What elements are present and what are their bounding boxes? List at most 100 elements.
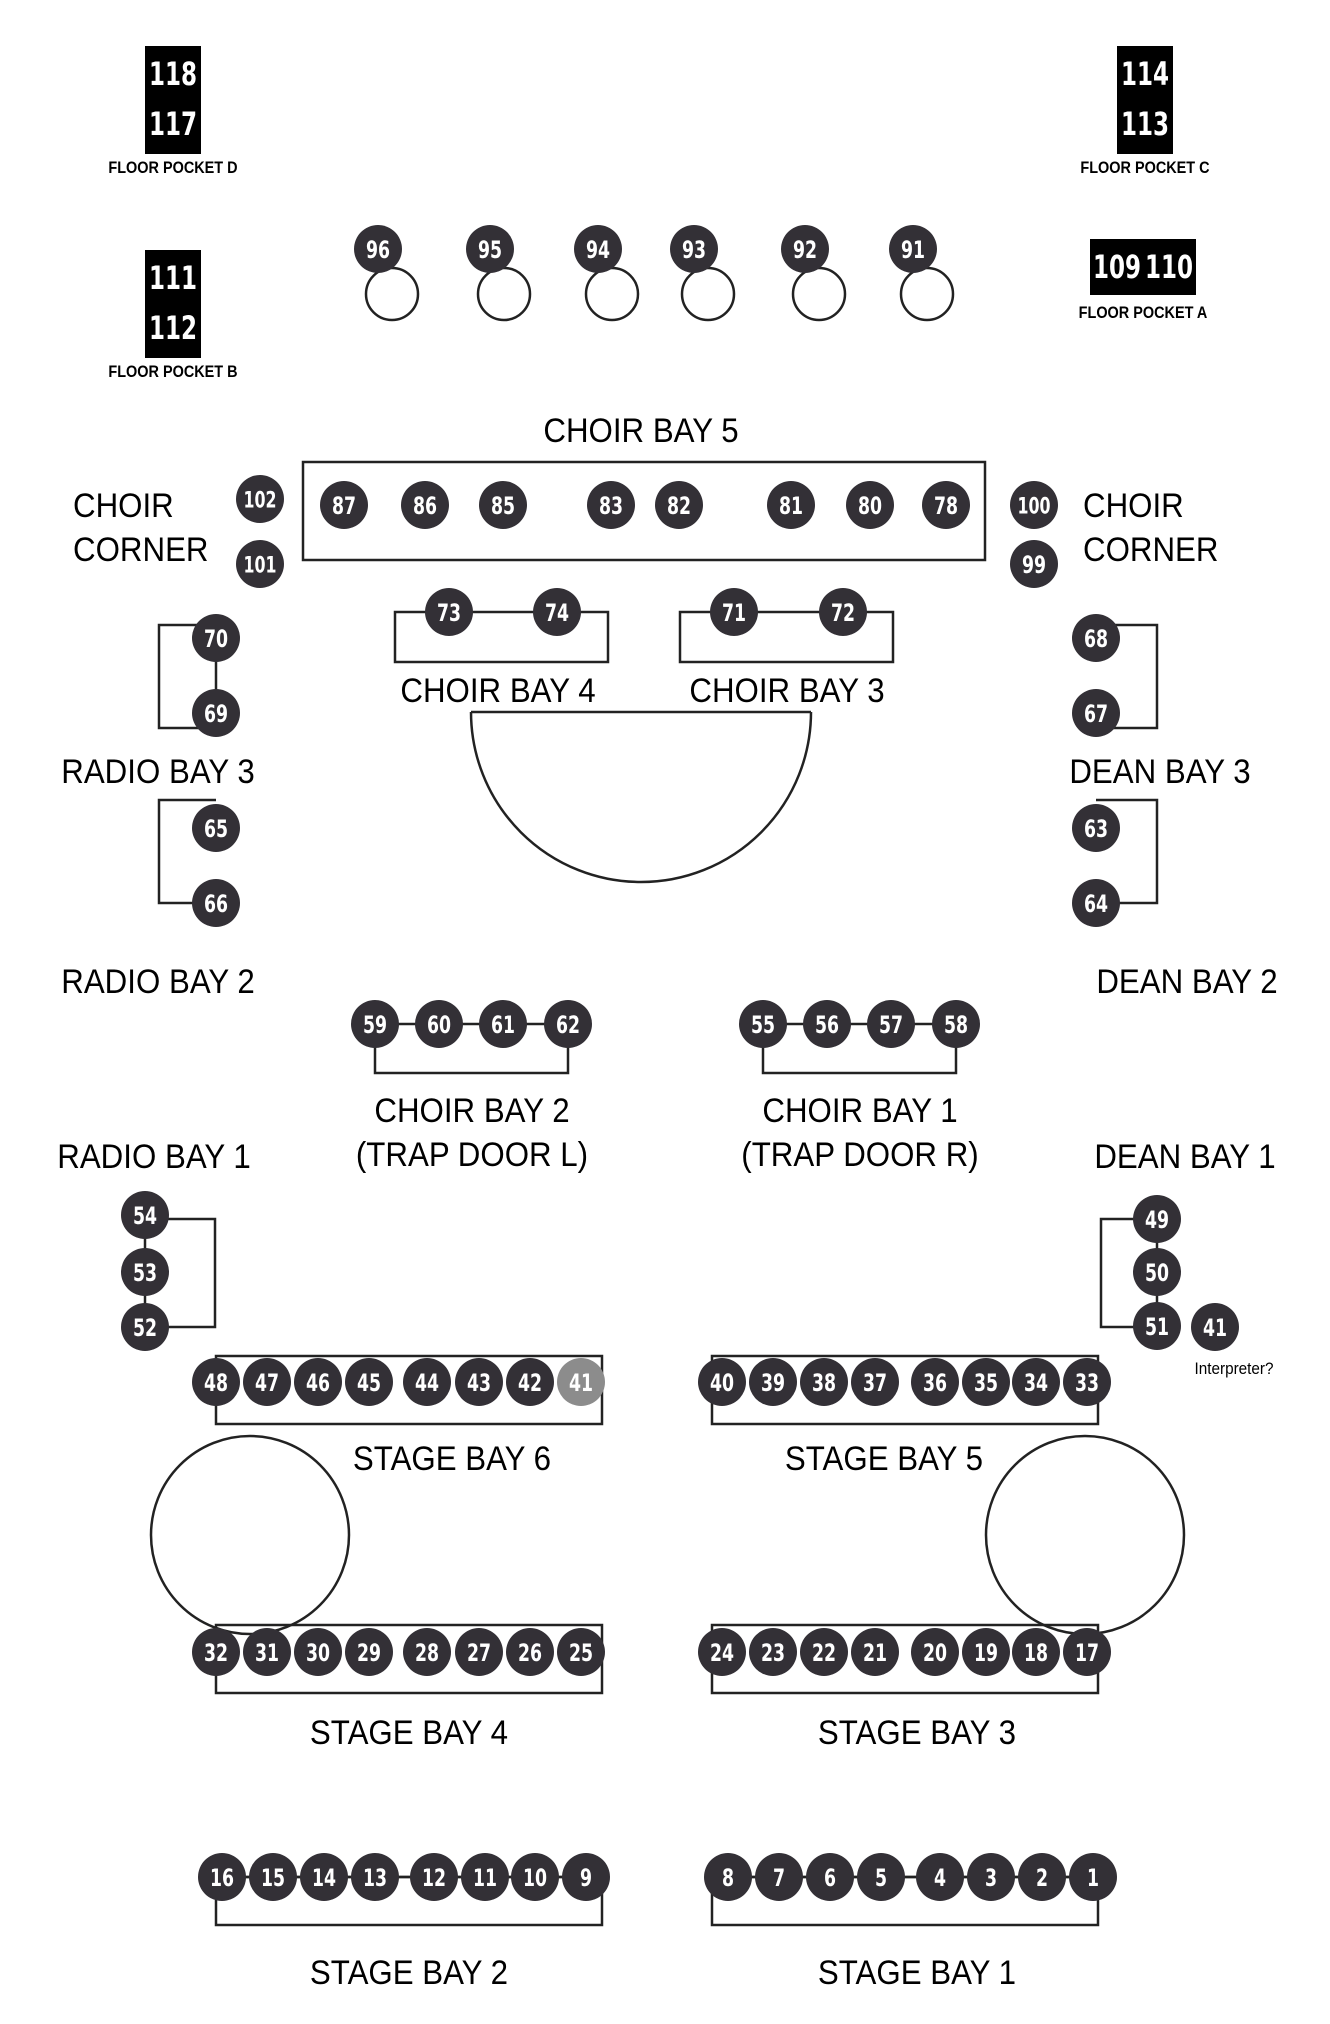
circuit-33[interactable]: 33 xyxy=(1063,1358,1111,1406)
circuit-60[interactable]: 60 xyxy=(415,1000,463,1048)
right-riser-circle xyxy=(984,1434,1186,1636)
circuit-5[interactable]: 5 xyxy=(857,1853,905,1901)
circuit-15[interactable]: 15 xyxy=(249,1853,297,1901)
circuit-9[interactable]: 9 xyxy=(562,1853,610,1901)
circuit-52[interactable]: 52 xyxy=(121,1303,169,1351)
circuit-16[interactable]: 16 xyxy=(198,1853,246,1901)
circuit-49[interactable]: 49 xyxy=(1133,1195,1181,1243)
circuit-35[interactable]: 35 xyxy=(962,1358,1010,1406)
circuit-64[interactable]: 64 xyxy=(1072,879,1120,927)
circuit-86[interactable]: 86 xyxy=(401,481,449,529)
circuit-58[interactable]: 58 xyxy=(932,1000,980,1048)
circuit-13[interactable]: 13 xyxy=(351,1853,399,1901)
circuit-10[interactable]: 10 xyxy=(511,1853,559,1901)
circuit-12[interactable]: 12 xyxy=(410,1853,458,1901)
circuit-circle xyxy=(1012,1358,1060,1406)
circuit-100[interactable]: 100 xyxy=(1010,481,1058,529)
circuit-48[interactable]: 48 xyxy=(192,1358,240,1406)
circuit-74[interactable]: 74 xyxy=(533,588,581,636)
circuit-91[interactable]: 91 xyxy=(889,225,937,273)
circuit-62[interactable]: 62 xyxy=(544,1000,592,1048)
circuit-40[interactable]: 40 xyxy=(698,1358,746,1406)
circuit-circle xyxy=(345,1628,393,1676)
circuit-47[interactable]: 47 xyxy=(243,1358,291,1406)
circuit-42[interactable]: 42 xyxy=(506,1358,554,1406)
circuit-6[interactable]: 6 xyxy=(806,1853,854,1901)
circuit-65[interactable]: 65 xyxy=(192,804,240,852)
circuit-7[interactable]: 7 xyxy=(755,1853,803,1901)
circuit-99[interactable]: 99 xyxy=(1010,540,1058,588)
circuit-96[interactable]: 96 xyxy=(354,225,402,273)
circuit-23[interactable]: 23 xyxy=(749,1628,797,1676)
circuit-72[interactable]: 72 xyxy=(819,588,867,636)
circuit-44[interactable]: 44 xyxy=(403,1358,451,1406)
circuit-24[interactable]: 24 xyxy=(698,1628,746,1676)
circuit-43[interactable]: 43 xyxy=(455,1358,503,1406)
circuit-4[interactable]: 4 xyxy=(916,1853,964,1901)
circuit-68[interactable]: 68 xyxy=(1072,614,1120,662)
circuit-71[interactable]: 71 xyxy=(710,588,758,636)
circuit-19[interactable]: 19 xyxy=(962,1628,1010,1676)
circuit-63[interactable]: 63 xyxy=(1072,804,1120,852)
circuit-59[interactable]: 59 xyxy=(351,1000,399,1048)
circuit-70[interactable]: 70 xyxy=(192,614,240,662)
circuit-34[interactable]: 34 xyxy=(1012,1358,1060,1406)
circuit-73[interactable]: 73 xyxy=(425,588,473,636)
circuit-21[interactable]: 21 xyxy=(851,1628,899,1676)
circuit-55[interactable]: 55 xyxy=(739,1000,787,1048)
circuit-27[interactable]: 27 xyxy=(455,1628,503,1676)
circuit-17[interactable]: 17 xyxy=(1063,1628,1111,1676)
circuit-45[interactable]: 45 xyxy=(345,1358,393,1406)
circuit-87[interactable]: 87 xyxy=(320,481,368,529)
circuit-80[interactable]: 80 xyxy=(846,481,894,529)
circuit-61[interactable]: 61 xyxy=(479,1000,527,1048)
circuit-26[interactable]: 26 xyxy=(506,1628,554,1676)
circuit-57[interactable]: 57 xyxy=(867,1000,915,1048)
circuit-8[interactable]: 8 xyxy=(704,1853,752,1901)
circuit-51[interactable]: 51 xyxy=(1133,1302,1181,1350)
circuit-1[interactable]: 1 xyxy=(1069,1853,1117,1901)
circuit-93[interactable]: 93 xyxy=(670,225,718,273)
circuit-94[interactable]: 94 xyxy=(574,225,622,273)
circuit-37[interactable]: 37 xyxy=(851,1358,899,1406)
circuit-41[interactable]: 41 xyxy=(1191,1303,1239,1351)
circuit-38[interactable]: 38 xyxy=(800,1358,848,1406)
circuit-39[interactable]: 39 xyxy=(749,1358,797,1406)
circuit-46[interactable]: 46 xyxy=(294,1358,342,1406)
circuit-18[interactable]: 18 xyxy=(1012,1628,1060,1676)
circuit-number: 2 xyxy=(1036,1864,1048,1892)
circuit-3[interactable]: 3 xyxy=(967,1853,1015,1901)
circuit-11[interactable]: 11 xyxy=(461,1853,509,1901)
circuit-50[interactable]: 50 xyxy=(1133,1248,1181,1296)
circuit-102[interactable]: 102 xyxy=(236,475,284,523)
circuit-number: 37 xyxy=(863,1369,887,1397)
circuit-54[interactable]: 54 xyxy=(121,1191,169,1239)
circuit-101[interactable]: 101 xyxy=(236,540,284,588)
circuit-41[interactable]: 41 xyxy=(557,1358,605,1406)
circuit-67[interactable]: 67 xyxy=(1072,689,1120,737)
circuit-53[interactable]: 53 xyxy=(121,1248,169,1296)
circuit-20[interactable]: 20 xyxy=(911,1628,959,1676)
circuit-32[interactable]: 32 xyxy=(192,1628,240,1676)
circuit-82[interactable]: 82 xyxy=(655,481,703,529)
circuit-28[interactable]: 28 xyxy=(403,1628,451,1676)
circuit-14[interactable]: 14 xyxy=(300,1853,348,1901)
circuit-25[interactable]: 25 xyxy=(557,1628,605,1676)
circuit-31[interactable]: 31 xyxy=(243,1628,291,1676)
circuit-85[interactable]: 85 xyxy=(479,481,527,529)
circuit-95[interactable]: 95 xyxy=(466,225,514,273)
circuit-29[interactable]: 29 xyxy=(345,1628,393,1676)
circuit-66[interactable]: 66 xyxy=(192,879,240,927)
circuit-circle xyxy=(803,1000,851,1048)
circuit-36[interactable]: 36 xyxy=(911,1358,959,1406)
circuit-69[interactable]: 69 xyxy=(192,689,240,737)
circuit-number: 63 xyxy=(1084,815,1108,843)
circuit-56[interactable]: 56 xyxy=(803,1000,851,1048)
circuit-92[interactable]: 92 xyxy=(781,225,829,273)
circuit-78[interactable]: 78 xyxy=(922,481,970,529)
circuit-81[interactable]: 81 xyxy=(767,481,815,529)
circuit-83[interactable]: 83 xyxy=(587,481,635,529)
circuit-2[interactable]: 2 xyxy=(1018,1853,1066,1901)
circuit-30[interactable]: 30 xyxy=(294,1628,342,1676)
circuit-22[interactable]: 22 xyxy=(800,1628,848,1676)
